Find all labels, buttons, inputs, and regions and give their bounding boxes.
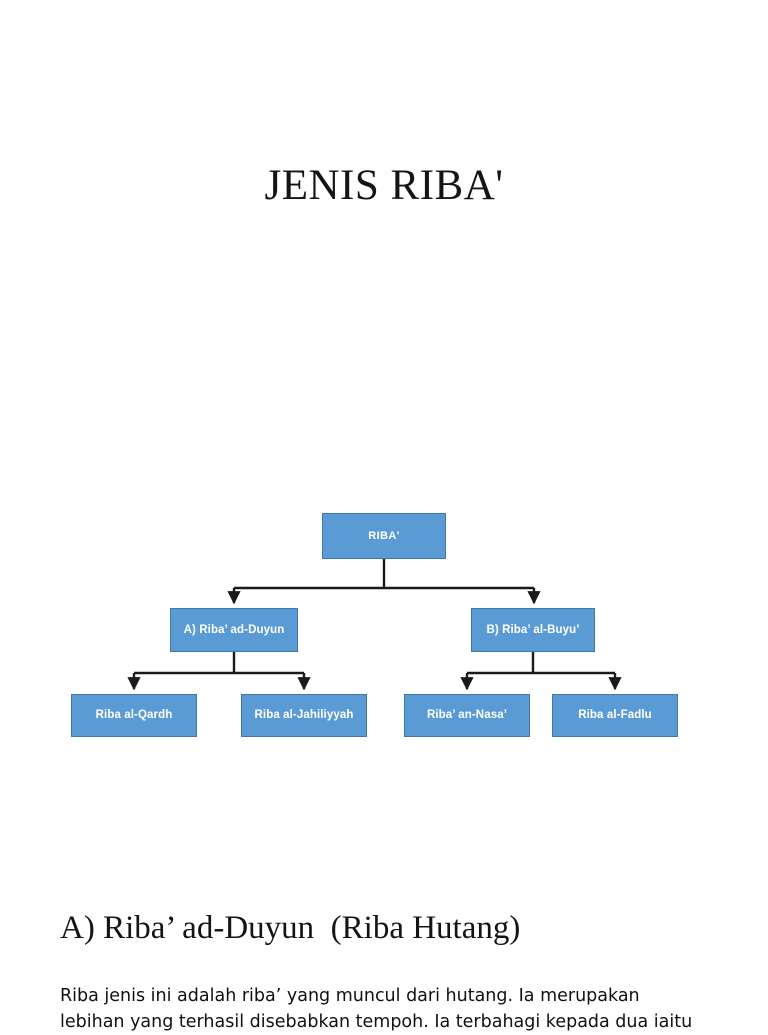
org-node-riba-al-qardh[interactable]: Riba al-Qardh xyxy=(71,694,197,737)
org-node-riba-al-jahiliyyah[interactable]: Riba al-Jahiliyyah xyxy=(241,694,367,737)
page-title: JENIS RIBA' xyxy=(264,162,504,209)
org-node-riba-al-buyu[interactable]: B) Riba’ al-Buyu’ xyxy=(471,608,595,652)
paragraph-line: lebihan yang terhasil disebabkan tempoh.… xyxy=(60,1012,693,1032)
org-node-root[interactable]: RIBA' xyxy=(322,513,446,559)
section-heading: A) Riba’ ad-Duyun (Riba Hutang) xyxy=(60,910,521,946)
org-node-riba-ad-duyun[interactable]: A) Riba’ ad-Duyun xyxy=(170,608,298,652)
body-paragraph: Riba jenis ini adalah riba’ yang muncul … xyxy=(60,983,716,1035)
org-node-riba-al-fadlu[interactable]: Riba al-Fadlu xyxy=(552,694,678,737)
org-node-riba-an-nasa[interactable]: Riba’ an-Nasa’ xyxy=(404,694,530,737)
paragraph-line: Riba jenis ini adalah riba’ yang muncul … xyxy=(60,986,640,1006)
